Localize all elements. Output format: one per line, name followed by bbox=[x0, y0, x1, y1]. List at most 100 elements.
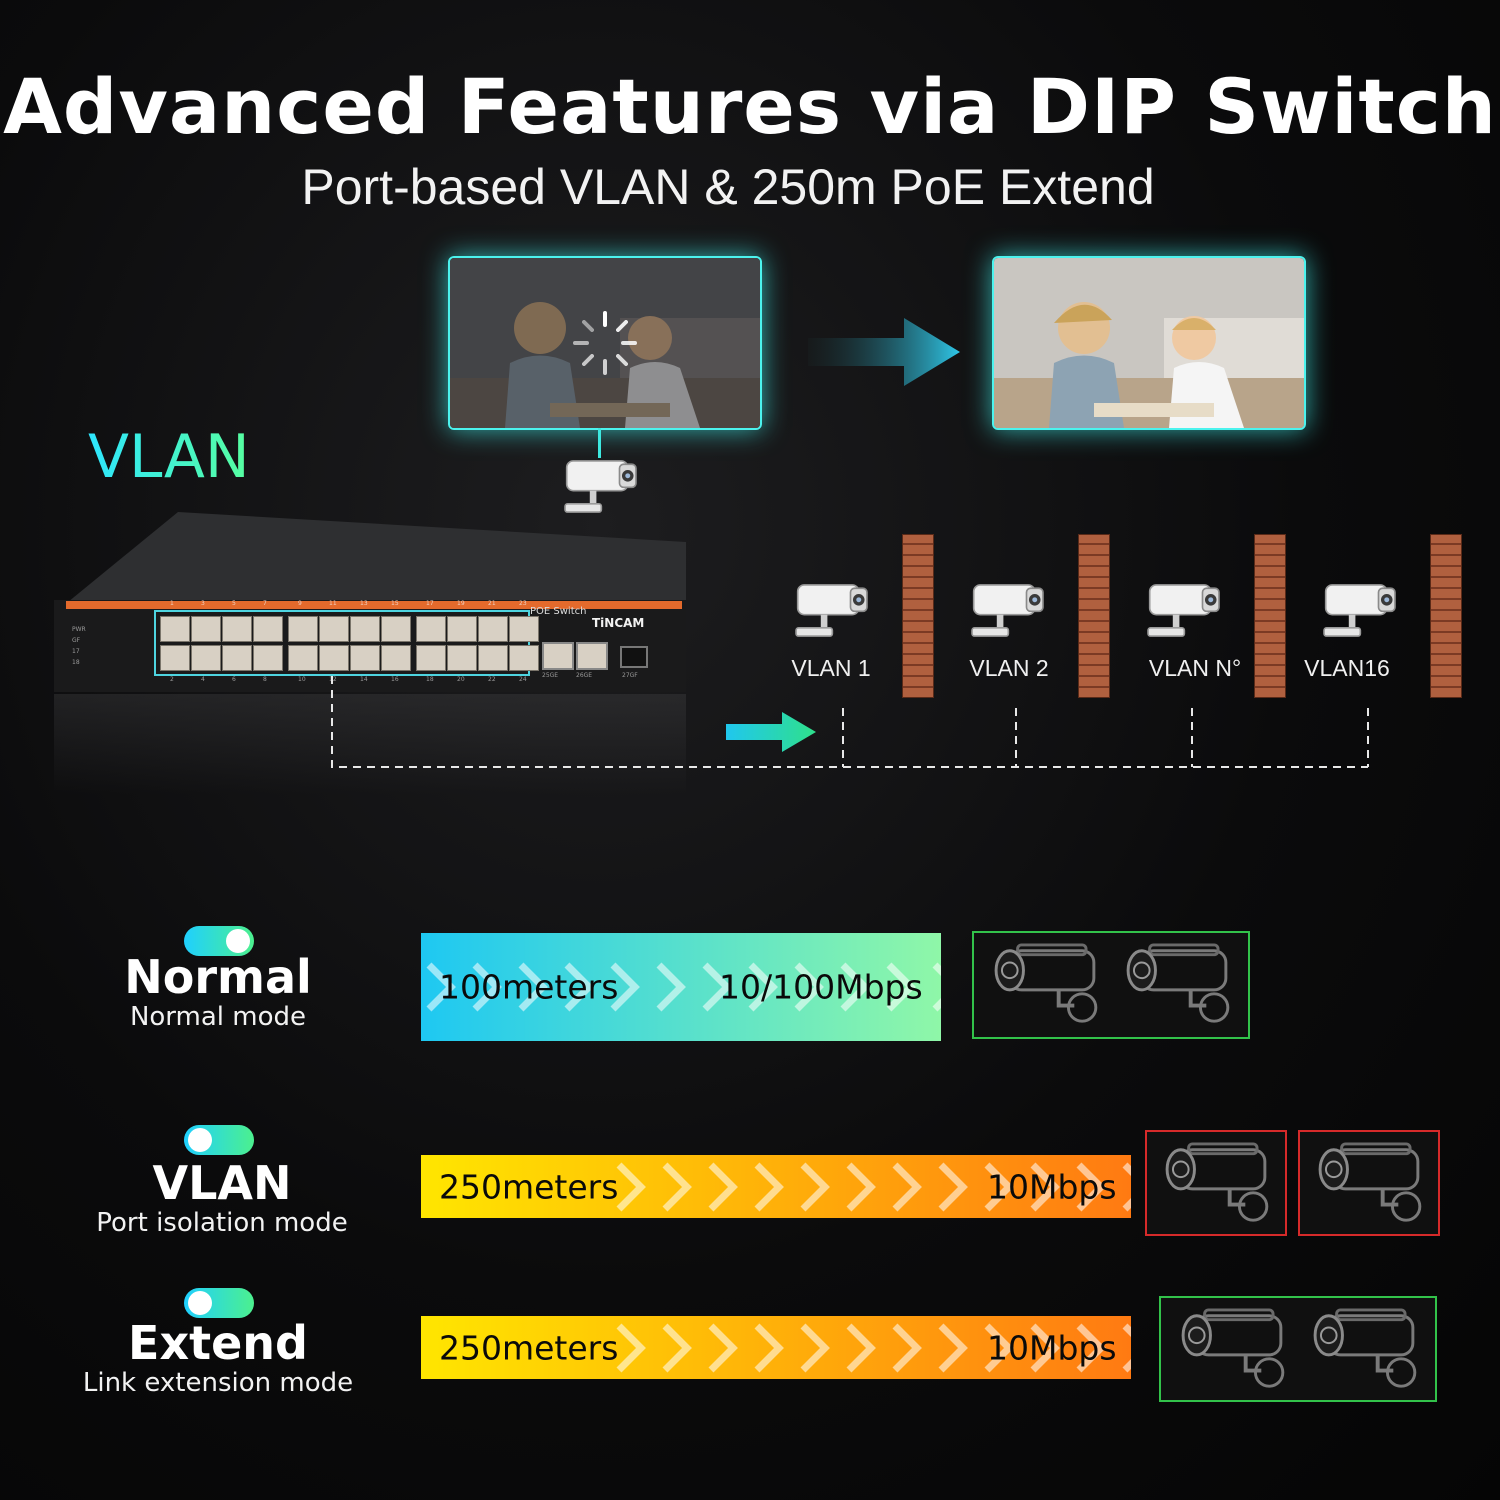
port-number: 14 bbox=[360, 676, 368, 683]
port-number: 10 bbox=[298, 676, 306, 683]
port-number: 19 bbox=[457, 600, 465, 607]
rj45-port bbox=[447, 616, 477, 642]
uplink-port bbox=[576, 642, 608, 670]
rj45-port bbox=[381, 645, 411, 671]
uplink-port bbox=[542, 642, 574, 670]
rj45-port bbox=[288, 645, 318, 671]
arrow-right-icon bbox=[808, 318, 960, 386]
port-number: 13 bbox=[360, 600, 368, 607]
port-number: 8 bbox=[263, 676, 267, 683]
dip-toggle-normal[interactable] bbox=[184, 926, 254, 956]
vlan-label: VLAN N° bbox=[1148, 655, 1242, 681]
rj45-port bbox=[288, 616, 318, 642]
vlan-label: VLAN 2 bbox=[969, 655, 1049, 681]
port-number: 3 bbox=[201, 600, 205, 607]
uplink-label: 25GE bbox=[542, 672, 559, 679]
dip-toggle-extend[interactable] bbox=[184, 1288, 254, 1318]
wall-icon bbox=[902, 534, 934, 698]
page-subtitle: Port-based VLAN & 250m PoE Extend bbox=[301, 159, 1155, 215]
speed-label: 10Mbps bbox=[987, 1167, 1117, 1206]
wall-icon bbox=[1430, 534, 1462, 698]
vlan-label: VLAN 1 bbox=[791, 655, 871, 681]
led-label: GF bbox=[72, 637, 81, 644]
port-number: 9 bbox=[298, 600, 302, 607]
switch-reflection bbox=[54, 694, 686, 794]
distance-label: 100meters bbox=[439, 967, 619, 1007]
rj45-port bbox=[160, 616, 190, 642]
chevron-pattern bbox=[611, 1318, 1131, 1378]
port-number: 21 bbox=[488, 600, 496, 607]
camera-icon bbox=[1299, 1306, 1427, 1394]
rj45-port bbox=[416, 616, 446, 642]
port-number: 6 bbox=[232, 676, 236, 683]
rj45-port bbox=[191, 616, 221, 642]
rj45-port bbox=[253, 645, 283, 671]
uplink-label: 26GE bbox=[576, 672, 593, 679]
port-number: 22 bbox=[488, 676, 496, 683]
port-number: 2 bbox=[170, 676, 174, 683]
port-number: 20 bbox=[457, 676, 465, 683]
uplink-label: 27GF bbox=[622, 672, 638, 679]
chevron-pattern bbox=[421, 957, 941, 1017]
rj45-port bbox=[447, 645, 477, 671]
camera-group-extend bbox=[1159, 1296, 1437, 1402]
photo-clear bbox=[992, 256, 1306, 430]
children-photo-dim bbox=[450, 258, 760, 428]
port-number: 7 bbox=[263, 600, 267, 607]
mode-description: Link extension mode bbox=[82, 1368, 354, 1398]
port-number: 5 bbox=[232, 600, 236, 607]
vlan-heading: VLAN bbox=[88, 422, 250, 492]
distance-label: 250meters bbox=[439, 1328, 619, 1367]
rj45-port bbox=[478, 616, 508, 642]
toggle-knob bbox=[188, 1291, 212, 1315]
distance-label: 250meters bbox=[439, 1167, 619, 1206]
rj45-port bbox=[222, 616, 252, 642]
port-number: 17 bbox=[426, 600, 434, 607]
toggle-knob bbox=[226, 929, 250, 953]
speed-bar-extend: 250meters 10Mbps bbox=[421, 1316, 1131, 1379]
port-number: 15 bbox=[391, 600, 399, 607]
rj45-port bbox=[191, 645, 221, 671]
mode-description: Port isolation mode bbox=[96, 1208, 348, 1238]
speed-bar-normal: 100meters 10/100Mbps bbox=[421, 933, 941, 1041]
rj45-port bbox=[381, 616, 411, 642]
port-number: 24 bbox=[519, 676, 527, 683]
speed-label: 10Mbps bbox=[987, 1328, 1117, 1367]
rj45-port bbox=[509, 616, 539, 642]
brand-logo: TiNCAM bbox=[592, 616, 645, 630]
rj45-port bbox=[253, 616, 283, 642]
rj45-port bbox=[319, 645, 349, 671]
mode-name: VLAN bbox=[152, 1156, 292, 1210]
led-label: PWR bbox=[72, 626, 86, 633]
dashed-connection-lines bbox=[331, 676, 1369, 768]
dip-toggle-vlan[interactable] bbox=[184, 1125, 254, 1155]
camera-box-isolated bbox=[1145, 1130, 1287, 1236]
mode-name: Normal bbox=[124, 950, 312, 1004]
rj45-port bbox=[319, 616, 349, 642]
rj45-port bbox=[350, 616, 380, 642]
port-number: 18 bbox=[426, 676, 434, 683]
camera-icon bbox=[1167, 1306, 1295, 1394]
wall-icon bbox=[1078, 534, 1110, 698]
camera-box-isolated bbox=[1298, 1130, 1440, 1236]
rj45-port bbox=[509, 645, 539, 671]
speed-bar-vlan: 250meters 10Mbps bbox=[421, 1155, 1131, 1218]
rj45-port bbox=[160, 645, 190, 671]
port-number: 16 bbox=[391, 676, 399, 683]
led-label: 18 bbox=[72, 659, 80, 666]
port-number: 23 bbox=[519, 600, 527, 607]
children-photo-clear bbox=[994, 258, 1304, 428]
rj45-port bbox=[350, 645, 380, 671]
port-number: 4 bbox=[201, 676, 205, 683]
arrow-right-icon bbox=[726, 712, 816, 752]
camera-icon bbox=[1112, 941, 1240, 1029]
camera-icon bbox=[980, 941, 1108, 1029]
connector-line bbox=[598, 428, 601, 458]
rj45-port bbox=[416, 645, 446, 671]
rj45-port bbox=[222, 645, 252, 671]
rj45-port bbox=[478, 645, 508, 671]
sfp-port bbox=[620, 646, 648, 668]
vlan-label: VLAN16 bbox=[1304, 655, 1390, 681]
